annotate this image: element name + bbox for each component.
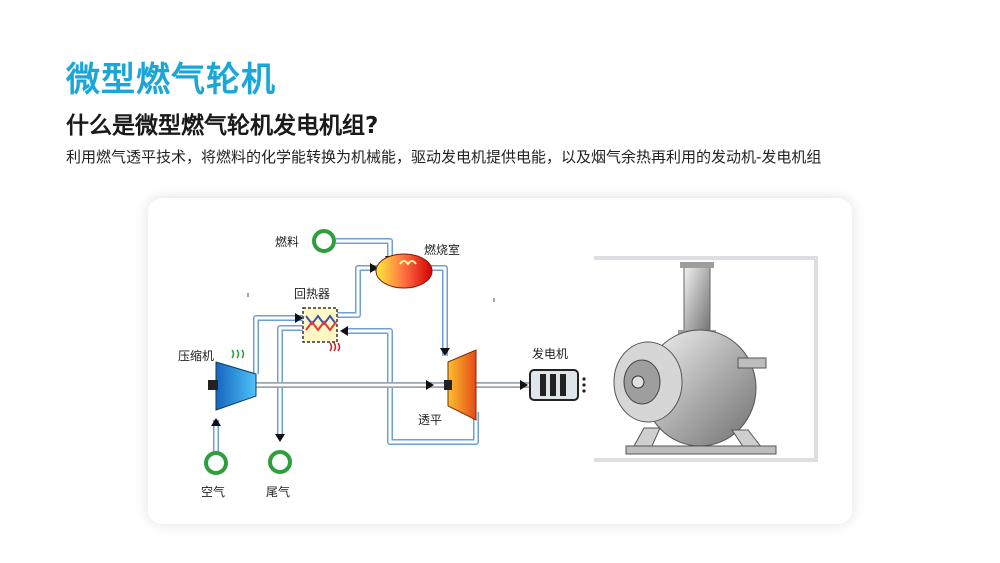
page-description: 利用燃气透平技术，将燃料的化学能转换为机械能，驱动发电机提供电能，以及烟气余热再… <box>66 148 822 166</box>
page-title: 微型燃气轮机 <box>66 60 276 100</box>
micro-turbine-photo <box>594 256 818 462</box>
generator-symbol <box>529 369 586 401</box>
turbine-schematic: 燃料 燃烧室 回热器 压缩机 发电机 透平 空气 尾气 <box>178 229 818 499</box>
label-fuel: 燃料 <box>275 234 299 249</box>
exhaust-outlet-ring <box>268 450 292 474</box>
label-recuperator: 回热器 <box>294 287 330 301</box>
label-generator: 发电机 <box>532 346 568 361</box>
label-air: 空气 <box>201 484 225 499</box>
page-subtitle: 什么是微型燃气轮机发电机组? <box>66 113 379 139</box>
diagram-card: 燃料 燃烧室 回热器 压缩机 发电机 透平 空气 尾气 <box>148 198 852 524</box>
label-combustor: 燃烧室 <box>424 242 460 257</box>
label-exhaust: 尾气 <box>266 484 290 499</box>
fuel-inlet-ring <box>312 229 336 253</box>
combustor <box>375 253 433 289</box>
air-inlet-ring <box>204 451 228 475</box>
recuperator <box>302 307 341 352</box>
label-turbine: 透平 <box>418 413 442 427</box>
compressor <box>208 349 257 411</box>
label-compressor: 压缩机 <box>178 348 214 363</box>
turbine <box>444 349 477 421</box>
